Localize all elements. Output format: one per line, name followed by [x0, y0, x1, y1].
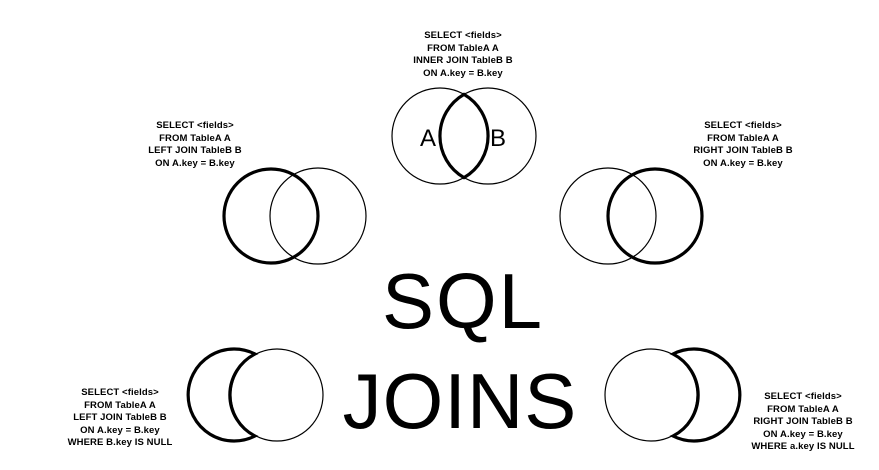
left-join-excluding-query: SELECT <fields> FROM TableA A LEFT JOIN … — [40, 387, 200, 450]
query-line: ON A.key = B.key — [155, 157, 235, 169]
query-line: LEFT JOIN TableB B — [73, 412, 167, 423]
title-joins: JOINS — [342, 357, 578, 445]
venn-right-excluding — [604, 347, 742, 443]
venn-left-excluding — [186, 347, 324, 443]
query-line: LEFT JOIN TableB B — [148, 145, 242, 156]
venn-left-circle-a — [222, 167, 320, 265]
query-line: ON A.key = B.key — [80, 424, 160, 436]
query-line: ON A.key = B.key — [423, 67, 503, 79]
venn-right-join — [559, 167, 704, 265]
query-line: FROM TableA A — [767, 403, 839, 415]
query-line: RIGHT JOIN TableB B — [693, 145, 793, 156]
query-line: WHERE a.key IS NULL — [751, 441, 855, 452]
query-line: SELECT <fields> — [704, 120, 782, 131]
query-line: SELECT <fields> — [764, 391, 842, 402]
venn-left-circle-b — [269, 167, 367, 265]
query-line: ON A.key = B.key — [703, 157, 783, 169]
venn-right-excl-only-b — [669, 347, 742, 443]
venn-inner-label-a: A — [420, 125, 436, 152]
venn-left-excl-circle-b — [230, 348, 324, 442]
query-line: SELECT <fields> — [424, 30, 502, 41]
query-line: ON A.key = B.key — [763, 428, 843, 440]
venn-right-circle-b — [606, 167, 704, 265]
venn-inner-intersection — [438, 92, 490, 180]
venn-left-join — [222, 167, 367, 265]
venn-inner-join: A B — [391, 87, 537, 185]
query-line: FROM TableA A — [707, 132, 779, 144]
query-line: FROM TableA A — [159, 132, 231, 144]
right-join-excluding-query: SELECT <fields> FROM TableA A RIGHT JOIN… — [728, 391, 878, 454]
query-line: INNER JOIN TableB B — [413, 55, 513, 66]
venn-left-excl-only-a — [186, 347, 259, 443]
query-line: WHERE B.key IS NULL — [67, 437, 173, 448]
title-sql: SQL — [381, 257, 545, 345]
query-line: FROM TableA A — [84, 399, 156, 411]
left-join-query: SELECT <fields> FROM TableA A LEFT JOIN … — [120, 120, 270, 170]
inner-join-query: SELECT <fields> FROM TableA A INNER JOIN… — [388, 30, 538, 80]
query-line: SELECT <fields> — [156, 120, 234, 131]
venn-right-circle-a — [559, 167, 657, 265]
right-join-query: SELECT <fields> FROM TableA A RIGHT JOIN… — [668, 120, 818, 170]
venn-inner-label-b: B — [490, 125, 506, 152]
query-line: RIGHT JOIN TableB B — [753, 416, 853, 427]
query-line: FROM TableA A — [427, 42, 499, 54]
query-line: SELECT <fields> — [81, 387, 159, 398]
